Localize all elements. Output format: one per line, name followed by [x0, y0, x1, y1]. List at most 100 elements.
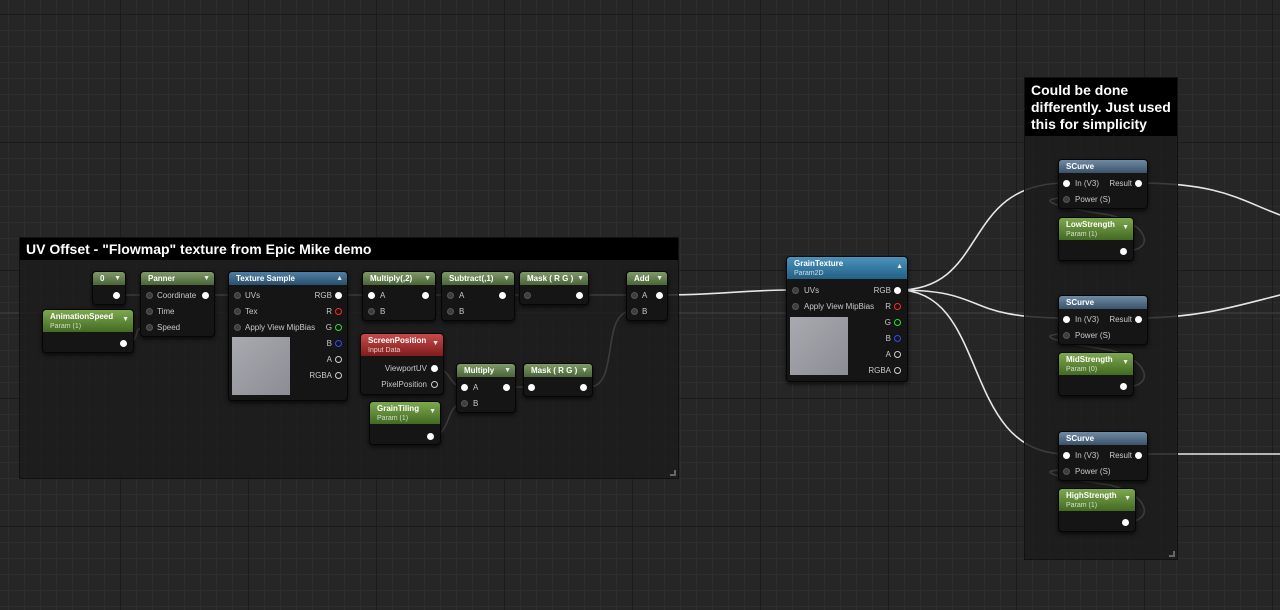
input-pin[interactable]: [528, 384, 535, 391]
node-scurve[interactable]: SCurve In (V3) Result Power (S): [1058, 431, 1148, 481]
output-pin[interactable]: [576, 292, 583, 299]
input-pin[interactable]: [447, 308, 454, 315]
output-pin[interactable]: [335, 324, 342, 331]
input-pin[interactable]: [631, 292, 638, 299]
node-scurve[interactable]: SCurve In (V3) Result Power (S): [1058, 159, 1148, 209]
node-mask-rg[interactable]: Mask ( R G ) ▼: [519, 271, 589, 305]
node-scurve[interactable]: SCurve In (V3) Result Power (S): [1058, 295, 1148, 345]
output-pin[interactable]: [427, 433, 434, 440]
output-pin[interactable]: [202, 292, 209, 299]
output-pin[interactable]: [422, 292, 429, 299]
output-pin[interactable]: [120, 340, 127, 347]
node-panner[interactable]: Panner ▼ Coordinate Time Speed: [140, 271, 215, 337]
input-pin[interactable]: [1063, 468, 1070, 475]
input-pin[interactable]: [1063, 196, 1070, 203]
node-multiply[interactable]: Multiply ▼ A B: [456, 363, 516, 413]
chevron-down-icon[interactable]: ▼: [424, 275, 431, 282]
chevron-down-icon[interactable]: ▼: [577, 275, 584, 282]
resize-handle[interactable]: [670, 470, 676, 476]
output-pin[interactable]: [431, 381, 438, 388]
output-pin[interactable]: [894, 351, 901, 358]
chevron-down-icon[interactable]: ▼: [1122, 224, 1129, 231]
input-pin[interactable]: [234, 324, 241, 331]
output-pin[interactable]: [1135, 452, 1142, 459]
input-pin[interactable]: [1063, 180, 1070, 187]
input-pin[interactable]: [792, 287, 799, 294]
input-pin[interactable]: [1063, 452, 1070, 459]
input-pin[interactable]: [631, 308, 638, 315]
input-pin[interactable]: [146, 324, 153, 331]
input-pin[interactable]: [234, 292, 241, 299]
chevron-down-icon[interactable]: ▼: [122, 316, 129, 323]
chevron-down-icon[interactable]: ▼: [656, 275, 663, 282]
input-pin[interactable]: [1063, 332, 1070, 339]
input-pin[interactable]: [792, 303, 799, 310]
chevron-down-icon[interactable]: ▼: [504, 367, 511, 374]
output-pin[interactable]: [113, 292, 120, 299]
output-pin[interactable]: [894, 335, 901, 342]
output-pin[interactable]: [335, 340, 342, 347]
input-pin[interactable]: [461, 400, 468, 407]
output-pin[interactable]: [335, 372, 342, 379]
input-pin[interactable]: [146, 292, 153, 299]
output-pin[interactable]: [503, 384, 510, 391]
output-pin[interactable]: [580, 384, 587, 391]
output-pin[interactable]: [499, 292, 506, 299]
node-subtitle: Param2D: [794, 270, 824, 277]
node-title: LowStrength: [1066, 220, 1115, 229]
output-pin[interactable]: [894, 319, 901, 326]
input-pin[interactable]: [234, 308, 241, 315]
chevron-down-icon[interactable]: ▼: [503, 275, 510, 282]
output-pin[interactable]: [335, 356, 342, 363]
output-pin[interactable]: [1120, 383, 1127, 390]
node-subtract-1[interactable]: Subtract(,1) ▼ A B: [441, 271, 515, 321]
chevron-up-icon[interactable]: ▲: [896, 263, 903, 270]
pin-label: B: [380, 307, 386, 316]
pin-label: Result: [1109, 451, 1132, 460]
pin-label: Power (S): [1075, 467, 1111, 476]
output-pin[interactable]: [335, 308, 342, 315]
pin-label: A: [473, 383, 479, 392]
chevron-down-icon[interactable]: ▼: [1122, 359, 1129, 366]
chevron-down-icon[interactable]: ▼: [1124, 495, 1131, 502]
node-constant[interactable]: 0 ▼: [92, 271, 126, 305]
output-pin[interactable]: [1135, 316, 1142, 323]
output-pin[interactable]: [1135, 180, 1142, 187]
output-pin[interactable]: [1122, 519, 1129, 526]
output-pin[interactable]: [894, 287, 901, 294]
input-pin[interactable]: [524, 292, 531, 299]
node-mask-rg[interactable]: Mask ( R G ) ▼: [523, 363, 593, 397]
output-pin[interactable]: [894, 303, 901, 310]
output-pin[interactable]: [1120, 248, 1127, 255]
input-pin[interactable]: [146, 308, 153, 315]
chevron-down-icon[interactable]: ▼: [114, 275, 121, 282]
input-pin[interactable]: [368, 292, 375, 299]
resize-handle[interactable]: [1169, 551, 1175, 557]
chevron-down-icon[interactable]: ▼: [432, 340, 439, 347]
chevron-down-icon[interactable]: ▼: [429, 408, 436, 415]
input-pin[interactable]: [461, 384, 468, 391]
input-pin[interactable]: [447, 292, 454, 299]
output-pin[interactable]: [431, 365, 438, 372]
chevron-down-icon[interactable]: ▼: [581, 367, 588, 374]
node-add[interactable]: Add ▼ A B: [626, 271, 668, 321]
output-pin[interactable]: [894, 367, 901, 374]
chevron-down-icon[interactable]: ▼: [203, 275, 210, 282]
wire: [659, 289, 795, 296]
input-pin[interactable]: [368, 308, 375, 315]
output-pin[interactable]: [335, 292, 342, 299]
node-multiply-2[interactable]: Multiply(,2) ▼ A B: [362, 271, 436, 321]
input-pin[interactable]: [1063, 316, 1070, 323]
pin-label: R: [885, 302, 891, 311]
output-pin[interactable]: [656, 292, 663, 299]
chevron-up-icon[interactable]: ▲: [336, 275, 343, 282]
node-texture-sample[interactable]: Texture Sample ▲ UVs Tex Apply View MipB…: [228, 271, 348, 401]
pin-label: Tex: [245, 307, 258, 316]
